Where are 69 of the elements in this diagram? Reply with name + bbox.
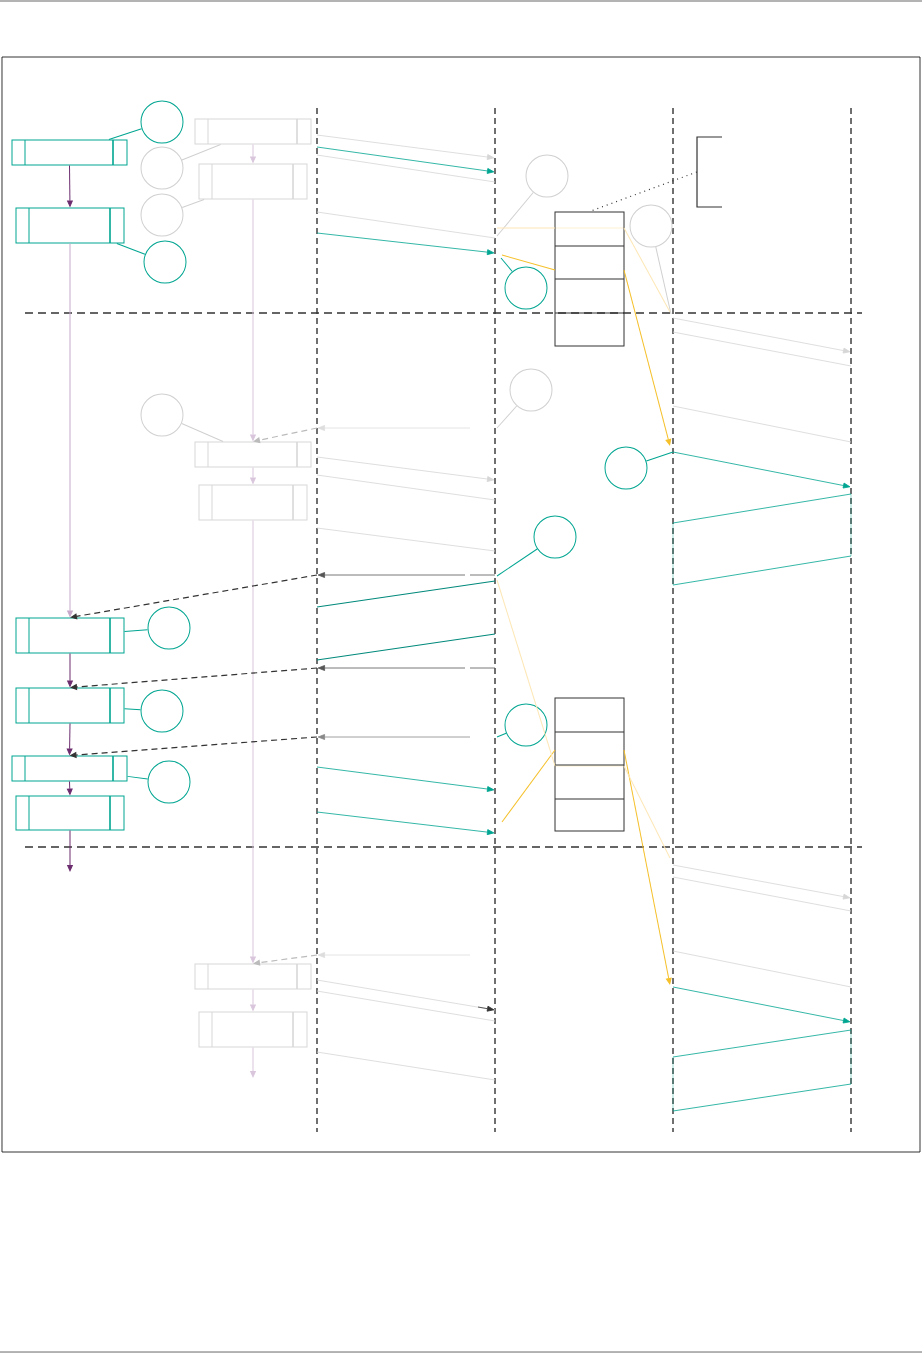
callout-circle bbox=[509, 368, 553, 412]
callout-circle bbox=[147, 760, 191, 804]
arrow bbox=[250, 520, 256, 963]
callout-circle bbox=[504, 703, 548, 747]
callout-circle bbox=[147, 606, 191, 650]
task-box bbox=[15, 617, 125, 654]
leader-line bbox=[623, 227, 671, 313]
arrow bbox=[623, 749, 672, 985]
leader-line bbox=[501, 749, 556, 823]
callout-circle bbox=[143, 240, 187, 284]
leader-line bbox=[496, 732, 507, 738]
arrow bbox=[253, 954, 318, 966]
arrow bbox=[250, 1047, 256, 1078]
callout-circle bbox=[140, 146, 184, 190]
task-box bbox=[194, 441, 312, 468]
task-box bbox=[11, 139, 128, 166]
task-box bbox=[198, 1011, 308, 1048]
leader-line bbox=[623, 765, 671, 859]
task-box bbox=[15, 207, 125, 244]
callout-circle bbox=[140, 393, 184, 437]
leader-line bbox=[124, 708, 142, 711]
leader-line bbox=[496, 579, 556, 767]
callout-circle bbox=[533, 515, 577, 559]
bracket bbox=[696, 136, 723, 208]
arrow bbox=[70, 667, 318, 691]
callout-circle bbox=[629, 204, 673, 248]
arrow bbox=[66, 781, 73, 795]
leader-line bbox=[655, 246, 672, 315]
arrow bbox=[67, 653, 73, 687]
arrow bbox=[67, 243, 73, 617]
leader-line bbox=[124, 629, 149, 632]
memory-stack bbox=[554, 697, 625, 832]
leader-line bbox=[181, 423, 224, 442]
task-box bbox=[194, 118, 312, 145]
callout-circle bbox=[140, 689, 184, 733]
callout-circle bbox=[140, 193, 184, 237]
leader-line bbox=[496, 405, 518, 429]
task-box bbox=[198, 163, 308, 200]
task-box bbox=[15, 795, 125, 831]
task-box bbox=[198, 484, 308, 521]
leader-line bbox=[496, 227, 556, 229]
leader-line bbox=[181, 199, 205, 209]
arrow bbox=[250, 467, 256, 484]
arrow bbox=[250, 144, 256, 163]
arrow bbox=[250, 989, 256, 1011]
task-box bbox=[11, 755, 128, 782]
callout-circle bbox=[504, 266, 548, 310]
leader-line bbox=[127, 775, 149, 780]
arrow bbox=[250, 199, 256, 441]
task-box bbox=[15, 687, 125, 724]
callout-circle bbox=[604, 446, 648, 490]
callout-circle bbox=[525, 154, 569, 198]
arrow bbox=[623, 269, 672, 446]
arrow bbox=[66, 723, 73, 755]
callout-circle bbox=[140, 100, 184, 144]
leader-line bbox=[181, 144, 222, 161]
leader-line bbox=[500, 257, 513, 272]
memory-stack bbox=[554, 211, 625, 347]
arrow bbox=[253, 427, 318, 444]
arrow bbox=[67, 830, 73, 872]
task-box bbox=[194, 963, 312, 990]
leader-line bbox=[116, 243, 146, 255]
leader-line bbox=[108, 128, 143, 140]
leader-line bbox=[496, 548, 538, 577]
leader-line bbox=[496, 192, 534, 237]
arrow bbox=[70, 574, 318, 620]
arrow bbox=[67, 165, 73, 207]
leader-line bbox=[501, 254, 556, 271]
leader-line bbox=[645, 451, 674, 462]
